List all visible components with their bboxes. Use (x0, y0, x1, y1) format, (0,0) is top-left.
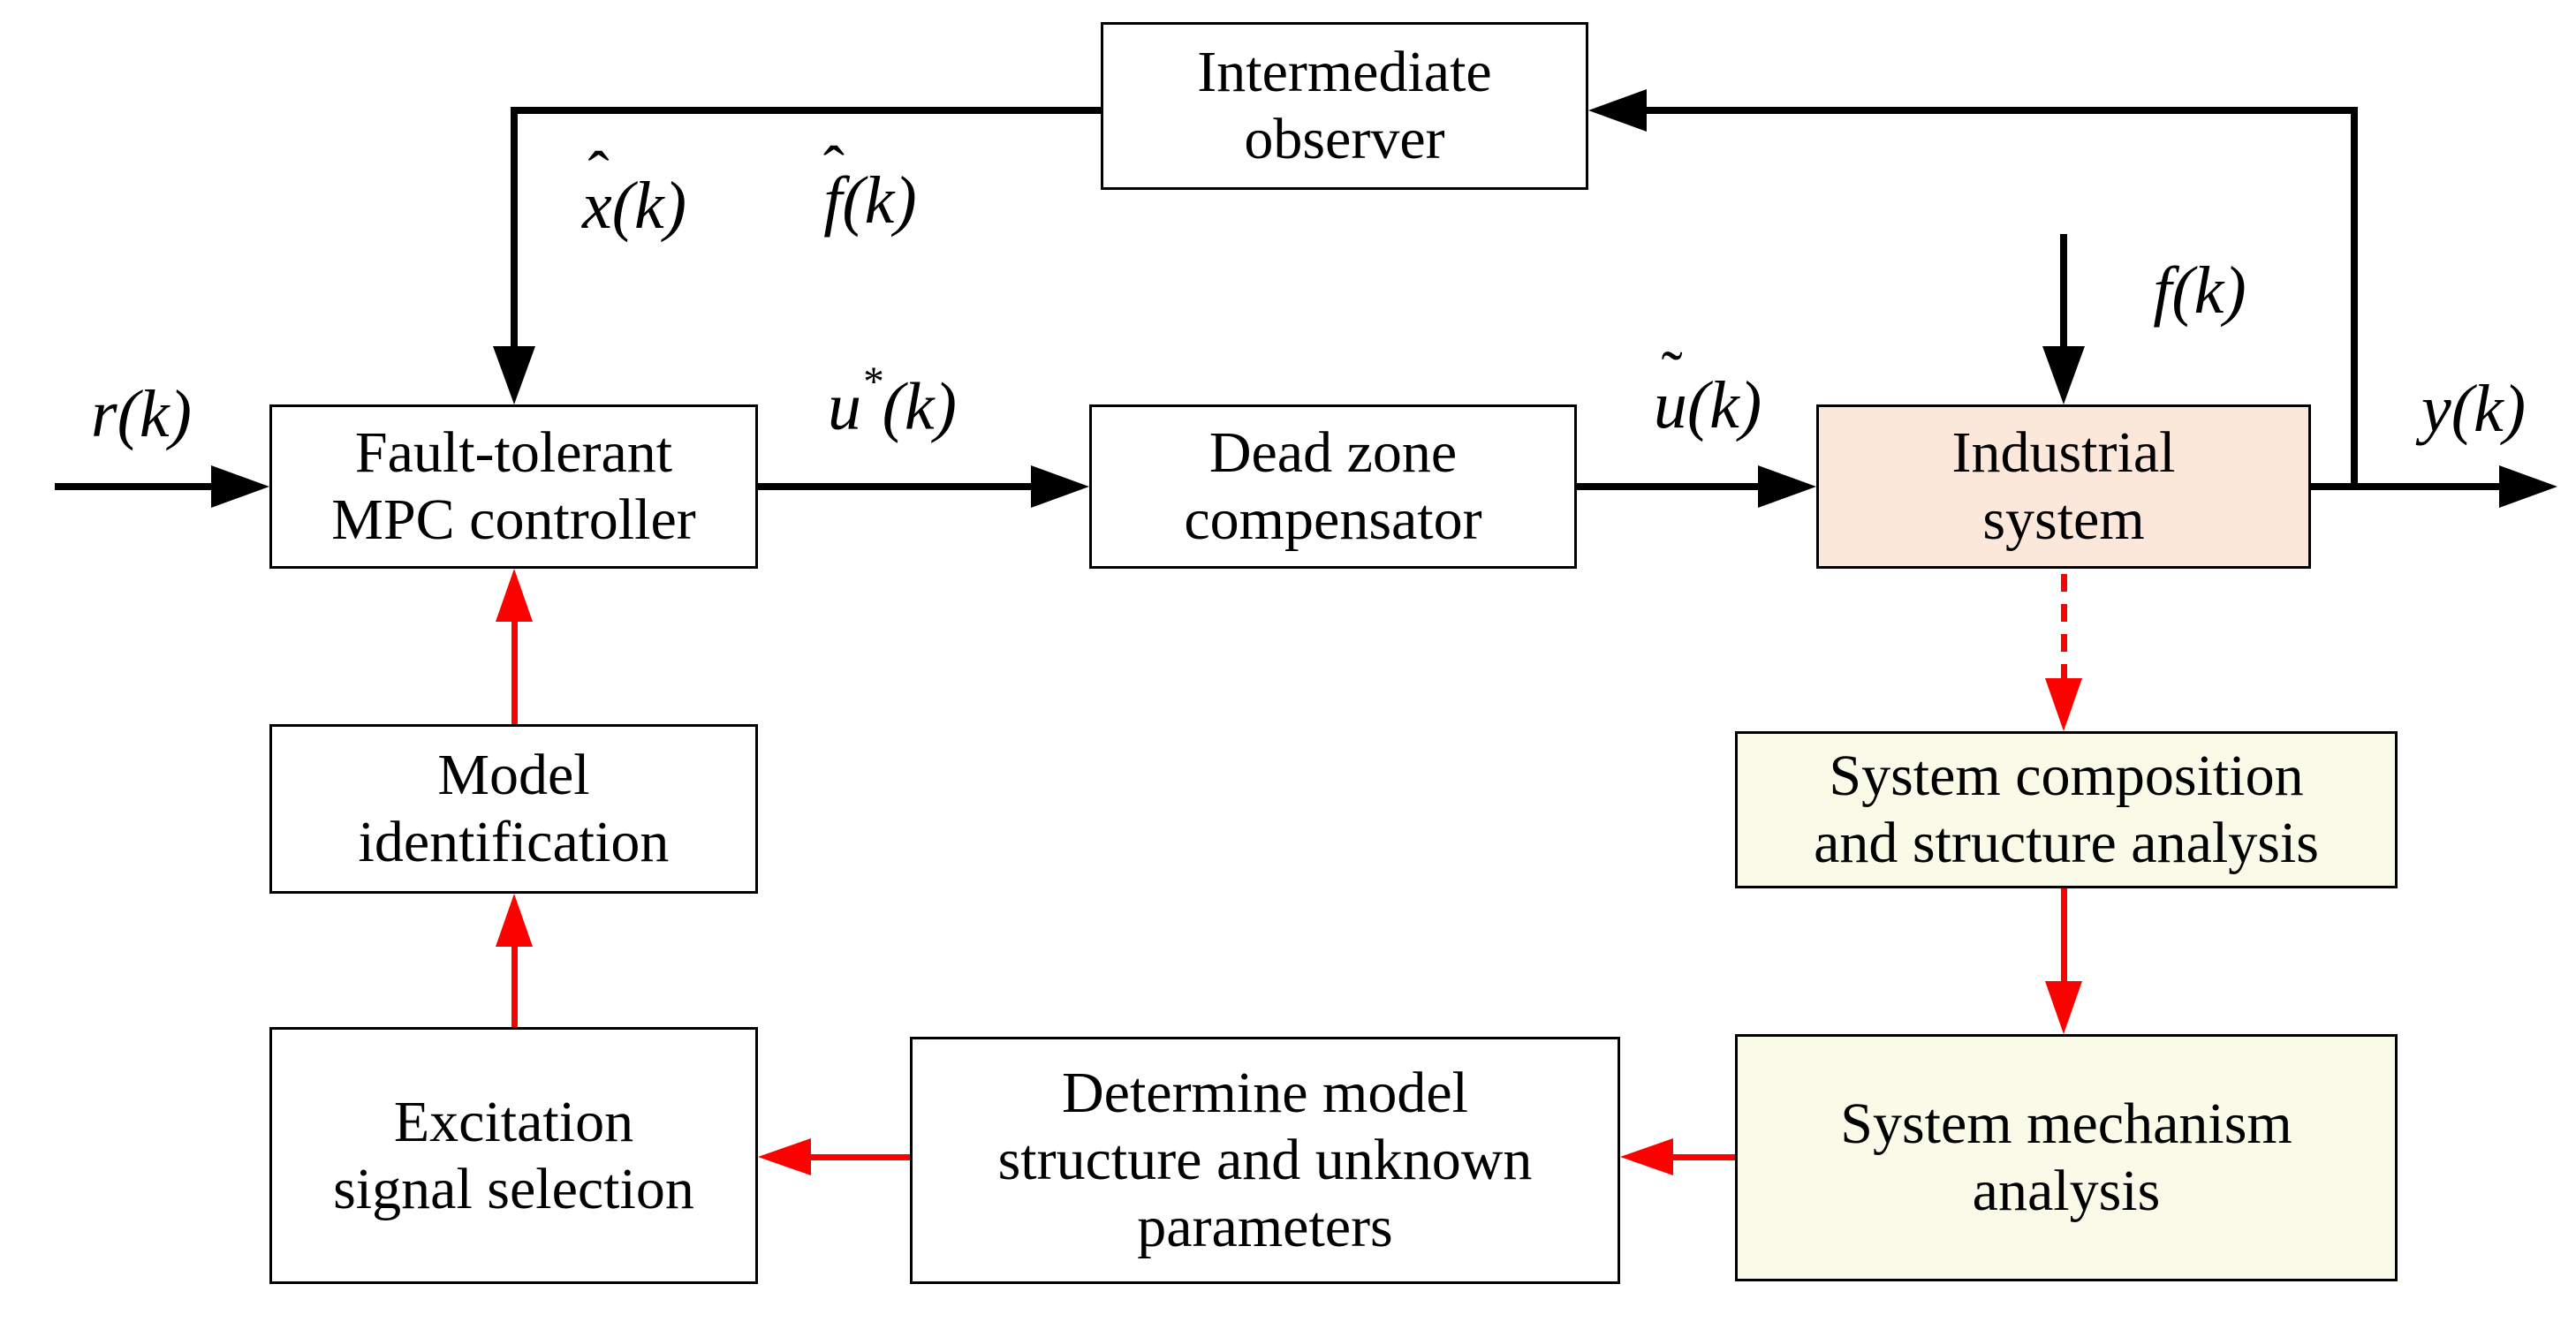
output-line (2311, 483, 2499, 490)
tilde-accent: ˜ (1661, 338, 1683, 410)
dead-zone-compensator-box: Dead zone compensator (1089, 404, 1577, 569)
intermediate-observer-box: Intermediate observer (1101, 22, 1588, 190)
mechanism-to-determine-line (1673, 1154, 1735, 1160)
composition-to-mechanism-line (2061, 888, 2067, 981)
deadzone-label-line1: Dead zone (1208, 420, 1458, 485)
signal-label-f: f(k) (2153, 253, 2246, 328)
hat-accent: ˆ (822, 132, 845, 204)
mpc-label-line2: MPC controller (331, 487, 696, 552)
deadzone-to-industrial-arrowhead (1758, 465, 1816, 508)
fault-input-arrowhead (2042, 346, 2085, 404)
fault-tolerant-mpc-controller-box: Fault-tolerant MPC controller (269, 404, 758, 569)
intermediate-observer-label-line2: observer (1244, 107, 1445, 171)
deadzone-label-line2: compensator (1184, 487, 1482, 552)
excitation-label-line1: Excitation (393, 1089, 634, 1154)
industrial-label-line2: system (1982, 487, 2145, 552)
feedback-into-observer-arrowhead (1588, 89, 1647, 132)
determine-label-line2: structure and unknown (997, 1128, 1533, 1192)
reference-input-arrowhead (211, 465, 269, 508)
signal-label-r: r(k) (91, 376, 192, 451)
system-mechanism-analysis-box: System mechanism analysis (1735, 1034, 2398, 1281)
model-to-mpc-arrowhead (496, 569, 533, 622)
asterisk-superscript: * (861, 359, 883, 406)
mechanism-label-line1: System mechanism (1840, 1092, 2292, 1156)
excitation-label-line2: signal selection (333, 1156, 694, 1221)
determine-label-line1: Determine model (1061, 1061, 1468, 1125)
mechanism-to-determine-arrowhead (1620, 1138, 1673, 1175)
system-composition-box: System composition and structure analysi… (1735, 731, 2398, 888)
mpc-to-deadzone-line (758, 483, 1031, 490)
model-identification-label-line2: identification (358, 810, 670, 874)
intermediate-observer-label-line1: Intermediate (1197, 40, 1492, 104)
deadzone-to-industrial-line (1577, 483, 1758, 490)
system-composition-label-line2: and structure analysis (1814, 811, 2319, 875)
industrial-label-line1: Industrial (1951, 420, 2176, 485)
industrial-to-composition-arrowhead (2045, 678, 2082, 731)
excitation-to-model-arrowhead (496, 894, 533, 947)
excitation-signal-selection-box: Excitation signal selection (269, 1027, 758, 1284)
signal-label-u-tilde: ˜u(k) (1653, 338, 1762, 442)
observer-to-mpc-arrowhead (493, 346, 535, 404)
observer-to-mpc-vertical-line (511, 107, 518, 346)
excitation-to-model-line (511, 947, 518, 1027)
determine-to-excitation-line (811, 1154, 910, 1160)
fault-input-line (2060, 234, 2067, 346)
model-identification-label-line1: Model (437, 743, 590, 807)
observer-to-mpc-horizontal-line (511, 107, 1101, 114)
determine-model-structure-box: Determine model structure and unknown pa… (910, 1037, 1620, 1284)
output-arrowhead (2499, 465, 2557, 508)
determine-to-excitation-arrowhead (758, 1138, 811, 1175)
industrial-system-box: Industrial system (1816, 404, 2311, 569)
signal-label-y: y(k) (2421, 372, 2527, 446)
industrial-to-composition-dashed-line (2061, 574, 2067, 680)
feedback-horizontal-line (1647, 107, 2358, 114)
mechanism-label-line2: analysis (1972, 1159, 2161, 1223)
mpc-label-line1: Fault-tolerant (354, 420, 673, 485)
mpc-to-deadzone-arrowhead (1031, 465, 1089, 508)
hat-accent: ˆ (587, 139, 610, 210)
system-composition-label-line1: System composition (1829, 744, 2304, 808)
reference-input-line (55, 483, 211, 490)
feedback-vertical-line (2351, 107, 2358, 490)
composition-to-mechanism-arrowhead (2045, 981, 2082, 1034)
model-identification-box: Model identification (269, 724, 758, 894)
determine-label-line3: parameters (1137, 1195, 1393, 1259)
signal-label-u-star: u*(k) (828, 359, 957, 444)
model-to-mpc-line (511, 622, 518, 724)
